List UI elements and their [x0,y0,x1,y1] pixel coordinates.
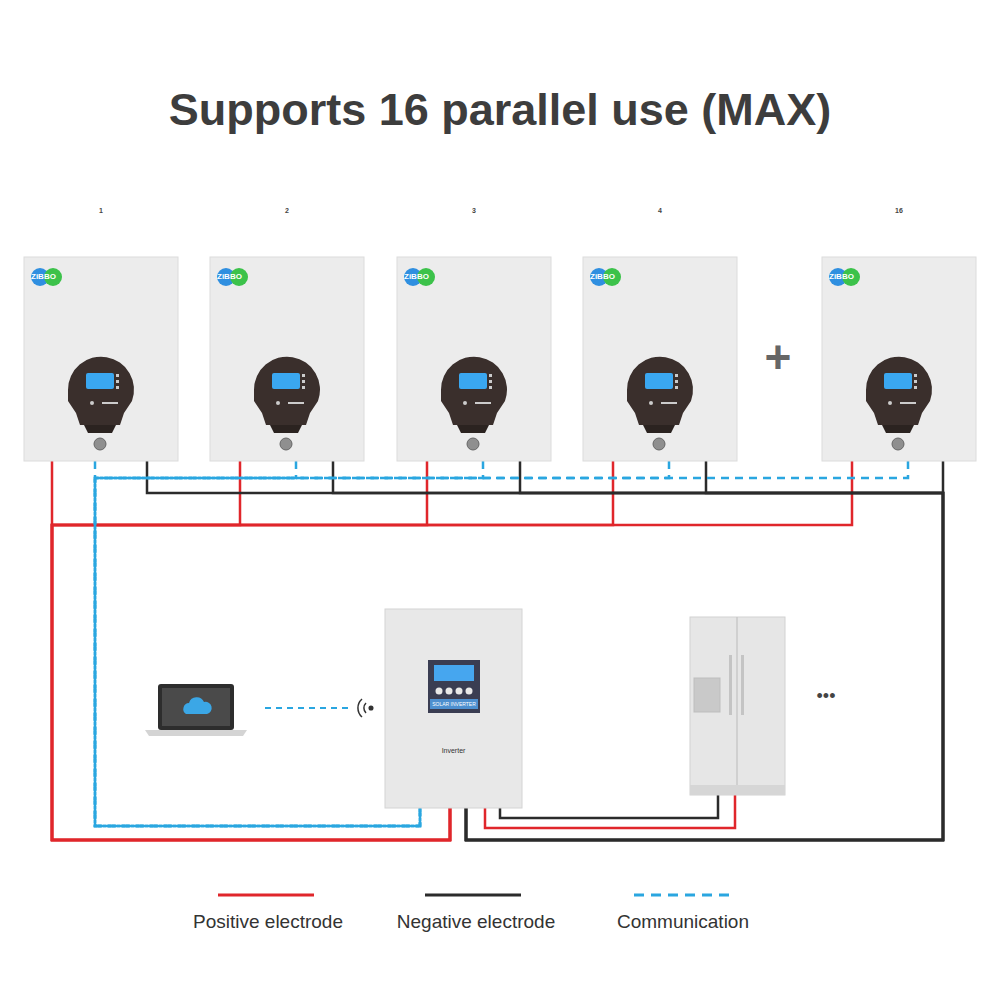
wireless-link [265,707,352,709]
inverter-drawing [385,609,522,808]
device-name: Inverter [385,747,522,754]
unit-number: 2 [210,207,364,214]
battery-drawing [24,257,178,461]
inverter-box: SOLAR INVERTER Inverter [385,609,522,808]
brand-logo: ZiBBO [829,272,854,282]
unit-number: 16 [822,207,976,214]
unit-number: 1 [24,207,178,214]
battery-drawing [397,257,551,461]
unit-number: 4 [583,207,737,214]
title: Supports 16 parallel use (MAX) [0,84,1000,136]
screen-label: SOLAR INVERTER [430,701,478,707]
brand-logo: ZiBBO [404,272,429,282]
battery-unit: 1ZiBBO [24,257,178,461]
negative-wire [147,461,943,840]
communication-line [95,461,420,826]
fridge-icon [690,617,785,795]
communication-line [95,461,420,826]
positive-wire [485,795,735,828]
battery-unit: 3ZiBBO [397,257,551,461]
positive-wire [52,461,613,840]
battery-drawing [583,257,737,461]
communication-line [95,461,908,826]
wireless-symbol [358,699,373,717]
negative-wire [466,461,943,840]
battery-drawing [210,257,364,461]
battery-unit: 2ZiBBO [210,257,364,461]
legend-text: Positive electrode [158,911,378,933]
plus-sign: + [758,330,798,384]
negative-wire [466,461,943,840]
unit-number: 3 [397,207,551,214]
battery-unit: 16ZiBBO [822,257,976,461]
legend-sample [218,894,314,897]
legend-sample [425,894,521,897]
legend-sample [634,894,730,897]
brand-logo: ZiBBO [31,272,56,282]
positive-wire [52,461,852,840]
brand-logo: ZiBBO [590,272,615,282]
legend-text: Communication [573,911,793,933]
negative-wire [500,795,718,818]
negative-wire [466,461,943,840]
battery-unit: 4ZiBBO [583,257,737,461]
negative-wire [333,461,943,840]
brand-logo: ZiBBO [217,272,242,282]
laptop-icon [145,684,247,736]
battery-drawing [822,257,976,461]
more-devices: ••• [800,686,852,707]
legend-text: Negative electrode [366,911,586,933]
communication-line [95,461,669,826]
